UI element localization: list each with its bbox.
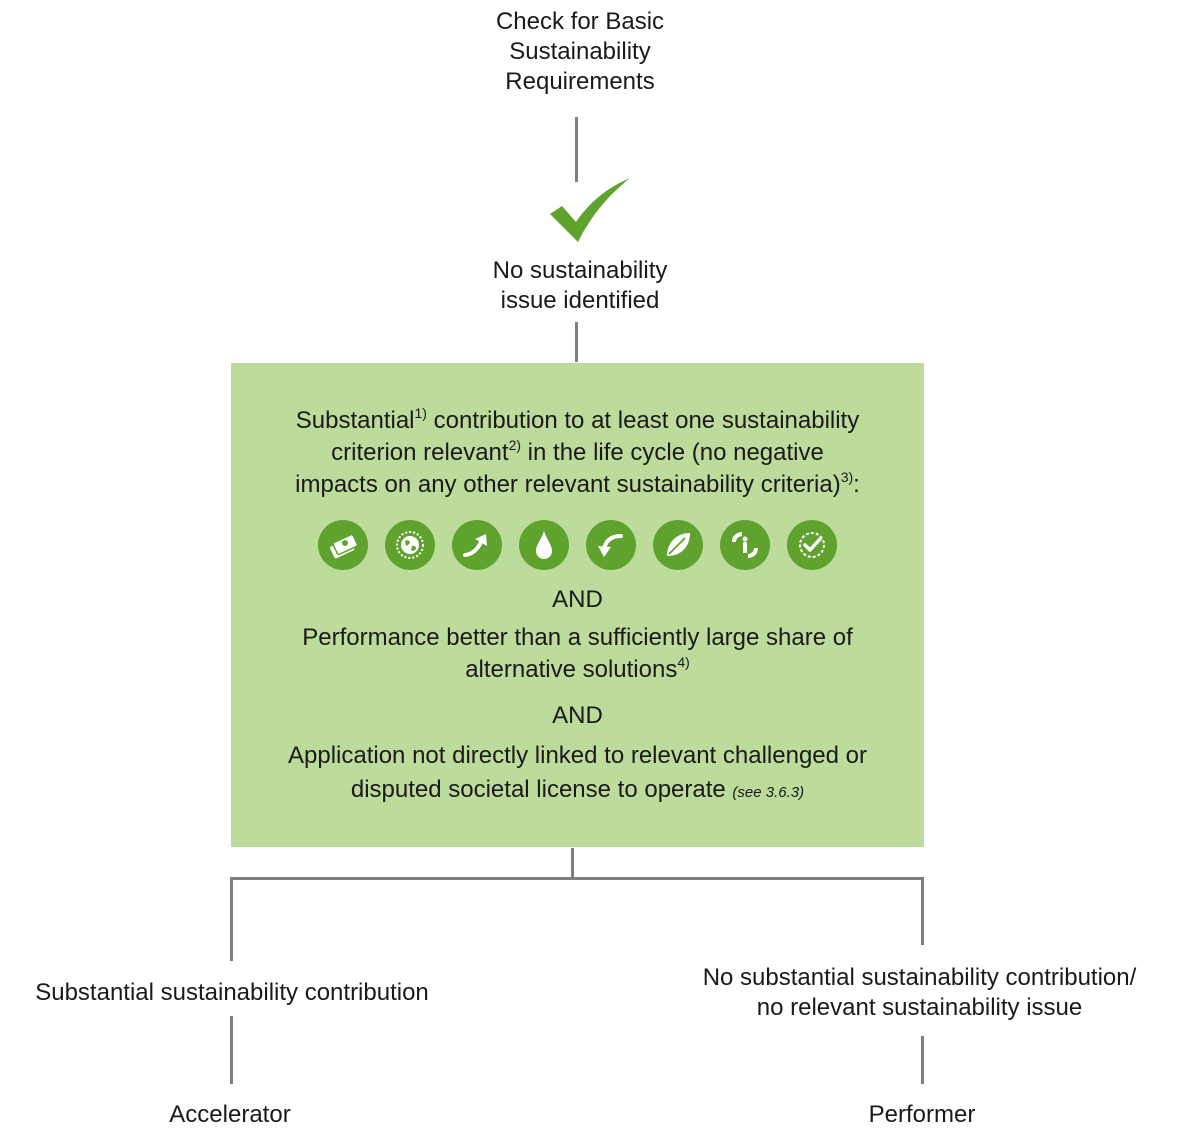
node-no-issue-line1: No sustainability [492,257,668,284]
connector-horizontal [230,877,924,880]
result-accelerator: Accelerator [169,1101,291,1128]
and-label-1: AND [552,586,603,613]
arrow-up-icon [452,520,502,570]
application-text-line2: disputed societal license to operate (se… [350,776,805,803]
node-no-issue: No sustainability issue identified [430,256,730,316]
money-icon [318,520,368,570]
sustainability-icon-row [231,520,924,570]
globe-icon [385,520,435,570]
check-mark-icon [550,178,630,242]
node-no-substantial-line1: No substantial sustainability contributi… [702,964,1137,991]
connector-left-result [230,1016,233,1084]
section-reference: (see 3.6.3) [732,784,805,801]
and-label-2: AND [552,702,603,729]
hands-person-icon [720,520,770,570]
performance-text-line1: Performance better than a sufficiently l… [302,624,853,651]
node-substantial-contribution: Substantial sustainability contribution [35,979,429,1006]
criteria-text-line2: criterion relevant2) in the life cycle (… [331,437,824,466]
connector-left-down [230,877,233,961]
connector-right-down [921,877,924,945]
connector-to-box [575,322,578,362]
connector-top [575,117,578,182]
leaf-icon [653,520,703,570]
node-no-issue-line2: issue identified [500,287,660,314]
performance-text-line2: alternative solutions4) [465,654,690,683]
connector-right-result [921,1036,924,1084]
result-performer: Performer [868,1101,976,1128]
node-basic-requirements-line3: Requirements [505,68,655,95]
node-basic-requirements-line2: Sustainability [509,38,651,65]
check-badge-icon [787,520,837,570]
application-text-line1: Application not directly linked to relev… [287,742,867,769]
node-basic-requirements: Check for Basic Sustainability Requireme… [430,7,730,97]
node-no-substantial-line2: no relevant sustainability issue [756,994,1083,1021]
criteria-text-line1: Substantial1) contribution to at least o… [295,405,860,434]
connector-box-down [571,848,574,879]
water-drop-icon [519,520,569,570]
recycle-arrow-icon [586,520,636,570]
node-no-substantial-contribution: No substantial sustainability contributi… [660,963,1179,1023]
criteria-box: Substantial1) contribution to at least o… [231,363,924,847]
node-basic-requirements-line1: Check for Basic [495,8,665,35]
criteria-text-line3: impacts on any other relevant sustainabi… [295,469,860,498]
